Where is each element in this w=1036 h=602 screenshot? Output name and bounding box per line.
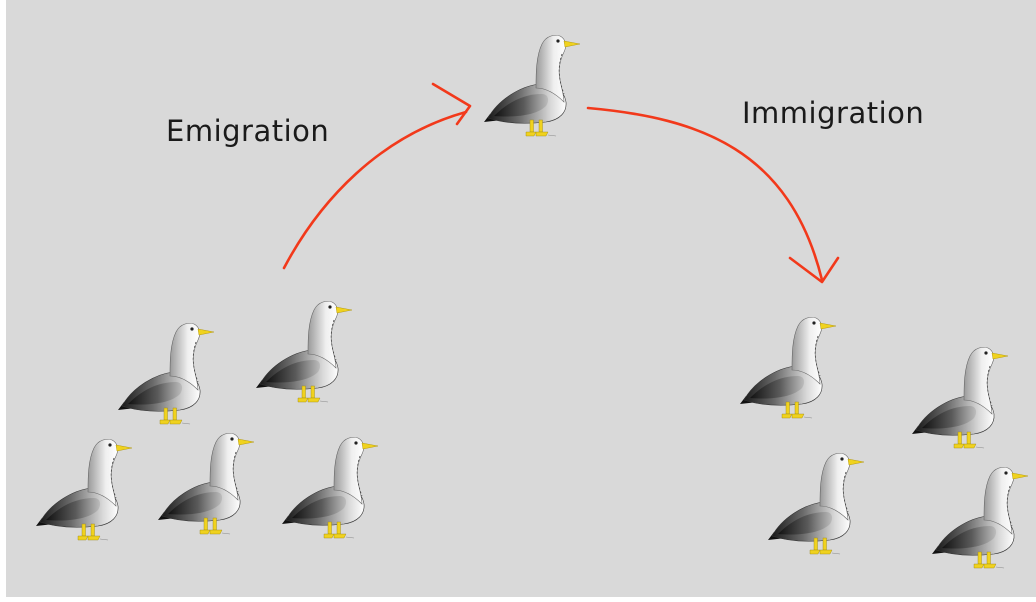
seagull-icon [911, 346, 1009, 449]
seagull-icon [739, 316, 837, 419]
seagull-icon [157, 432, 255, 535]
seagull-icon [483, 34, 581, 137]
migrant-individual [483, 34, 581, 137]
source-population [35, 300, 379, 541]
emigration-label: Emigration [166, 114, 330, 148]
seagull-icon [35, 438, 133, 541]
seagull-icon [931, 466, 1029, 569]
destination-population [739, 316, 1029, 569]
emigration-arrow [282, 82, 472, 270]
immigration-arrow [586, 106, 840, 284]
immigration-label: Immigration [742, 96, 925, 130]
seagull-icon [767, 452, 865, 555]
seagull-icon [255, 300, 353, 403]
seagull-icon [281, 436, 379, 539]
seagull-icon [117, 322, 215, 425]
